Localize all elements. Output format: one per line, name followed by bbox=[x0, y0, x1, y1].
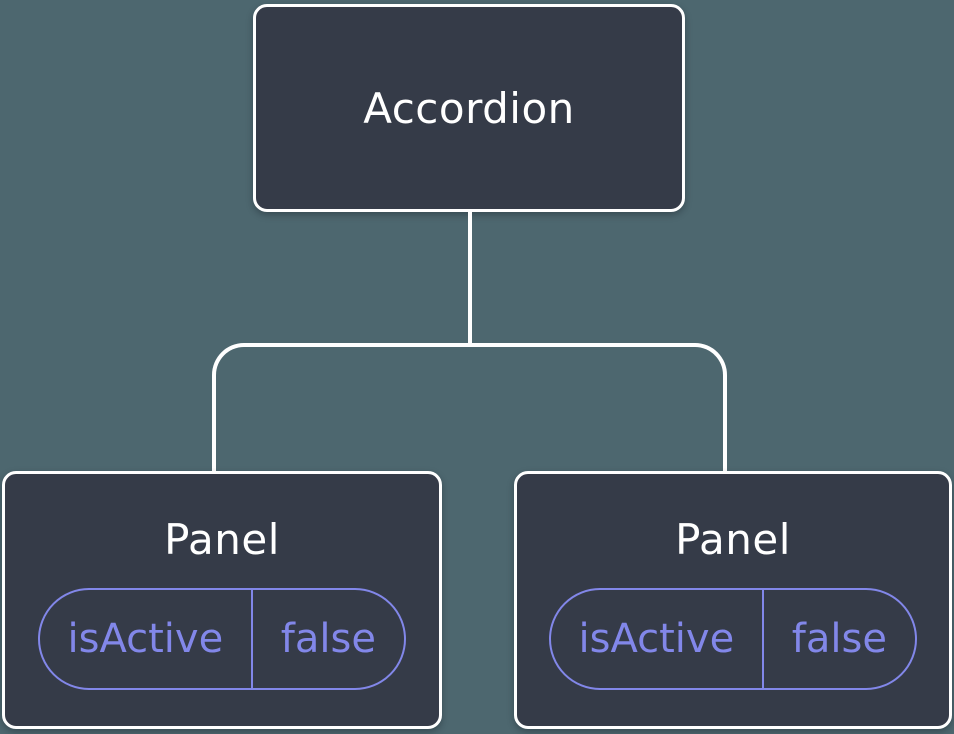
connector-bracket bbox=[212, 343, 727, 471]
child-node-panel-2: Panel isActive false bbox=[514, 471, 952, 729]
child-node-label: Panel bbox=[675, 515, 791, 564]
state-key: isActive bbox=[67, 616, 224, 662]
state-value: false bbox=[761, 590, 915, 688]
state-value: false bbox=[250, 590, 404, 688]
root-node-accordion: Accordion bbox=[253, 4, 685, 212]
child-node-label: Panel bbox=[164, 515, 280, 564]
connector-stem bbox=[468, 212, 472, 344]
root-node-label: Accordion bbox=[363, 83, 575, 133]
state-pill: isActive false bbox=[549, 588, 917, 690]
child-node-panel-1: Panel isActive false bbox=[2, 471, 442, 729]
state-key: isActive bbox=[578, 616, 735, 662]
state-pill: isActive false bbox=[38, 588, 406, 690]
